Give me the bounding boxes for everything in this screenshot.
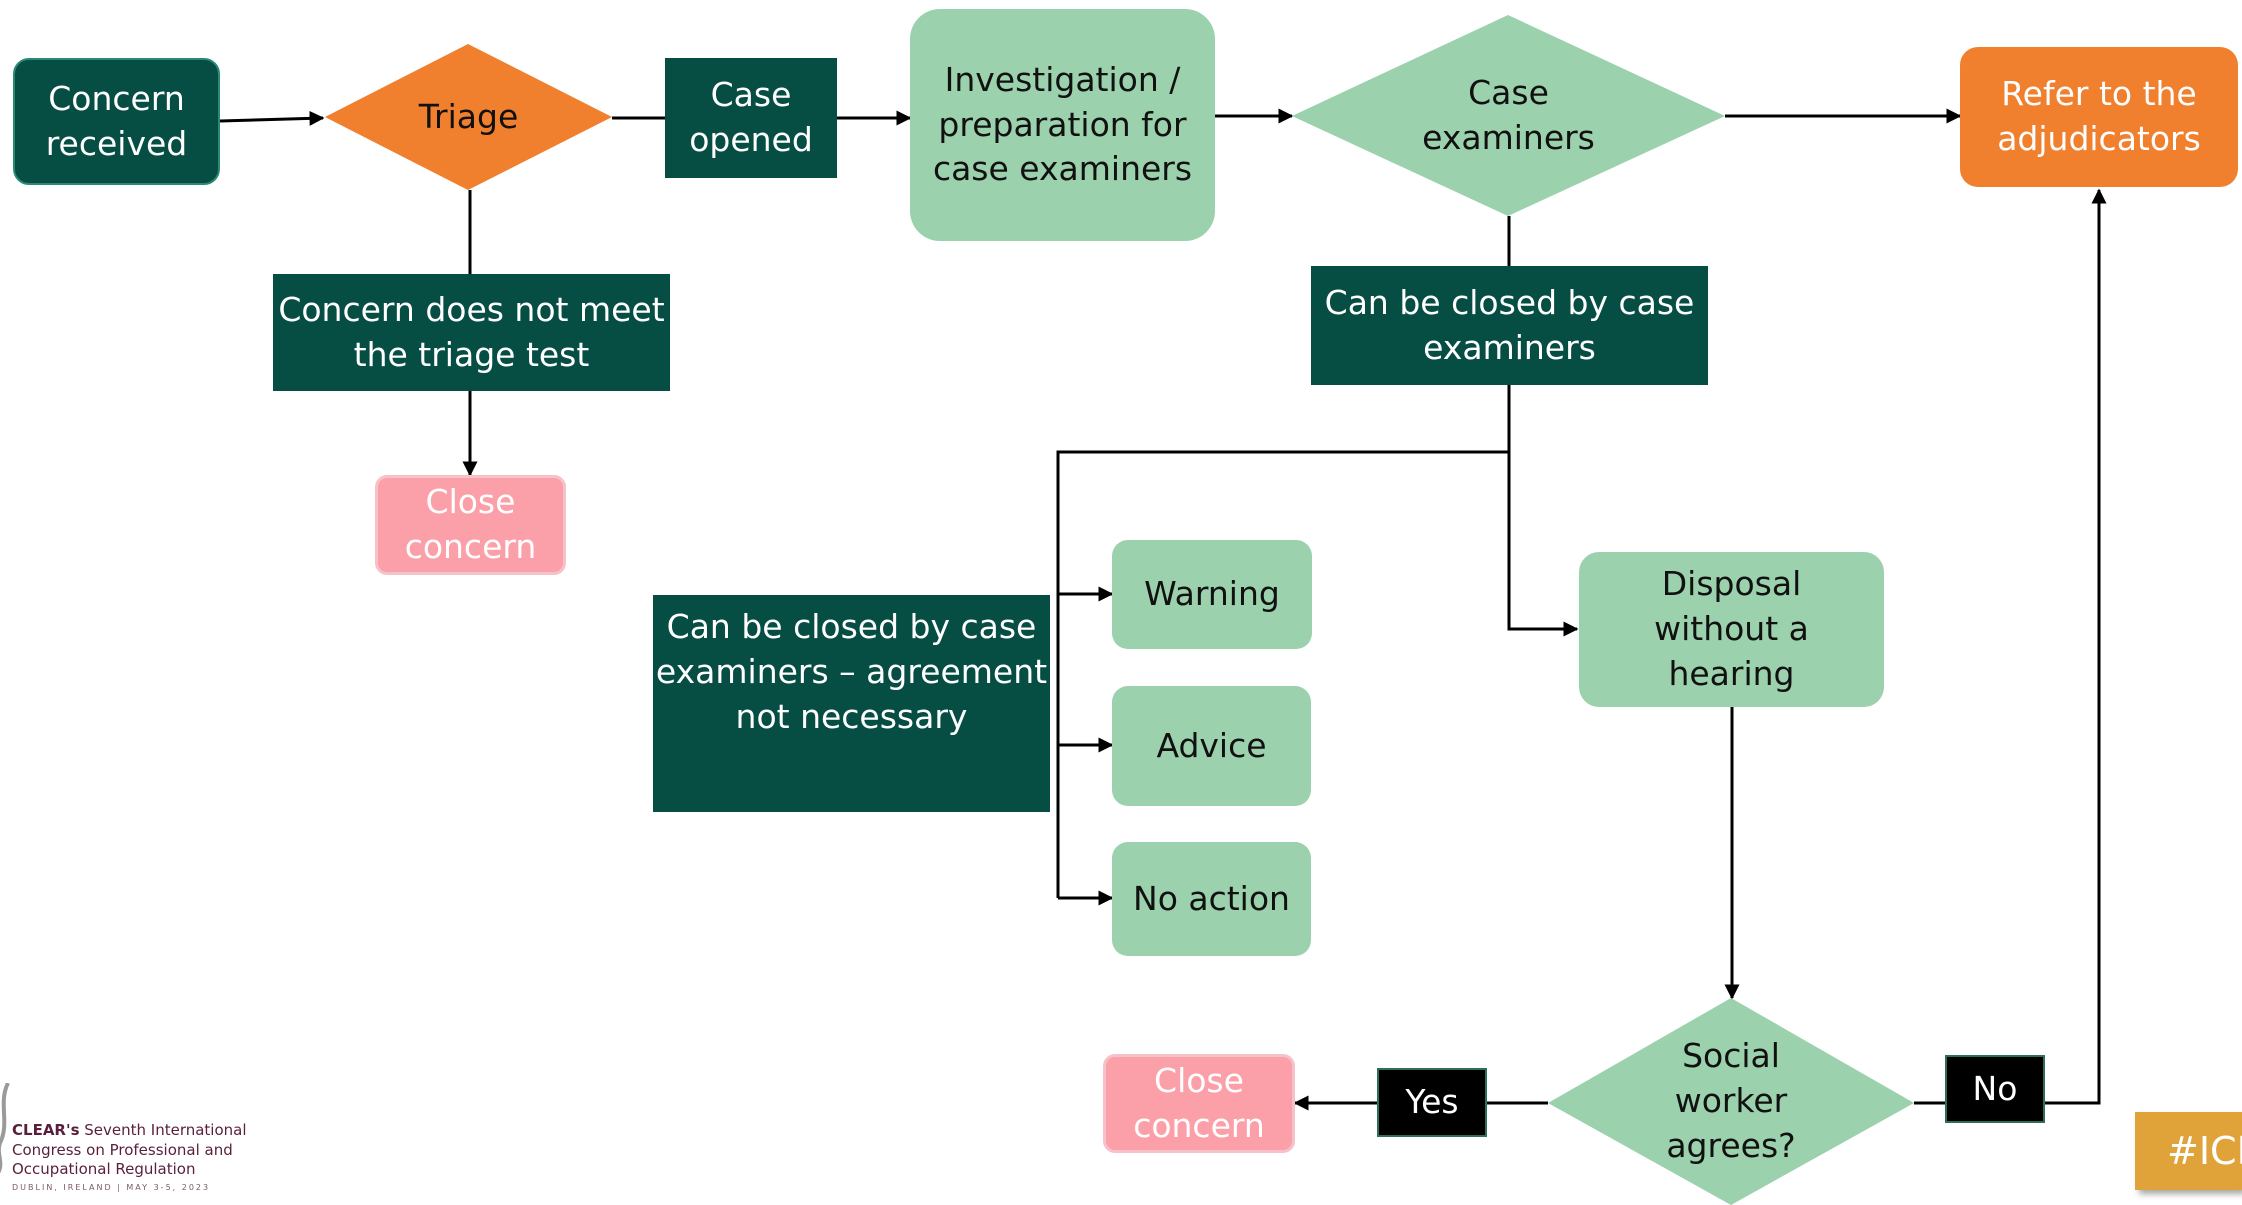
clear-congress-logo: CLEAR's Seventh International Congress o… — [0, 1075, 247, 1205]
triage-decision: Triage — [325, 44, 612, 190]
case-examiners-label: Case examiners — [1422, 72, 1595, 157]
logo-mark-icon — [0, 1083, 10, 1173]
logo-line-4: DUBLIN, IRELAND | MAY 3-5, 2023 — [12, 1183, 211, 1192]
triage-diamond-shape — [325, 44, 612, 190]
social-worker-label: Social worker agrees? — [1666, 1036, 1796, 1165]
case-opened-node: Case opened — [665, 58, 837, 178]
arrow-concern-to-triage — [219, 110, 325, 126]
social-worker-decision: Social worker agrees? — [1548, 998, 1914, 1205]
no-action-node: No action — [1112, 842, 1311, 956]
arrow-no-to-adjudicators — [2045, 188, 2107, 1105]
social-worker-diamond-shape — [1548, 998, 1914, 1205]
concern-received-node: Concern received — [13, 58, 220, 185]
investigation-node: Investigation / preparation for case exa… — [910, 9, 1215, 241]
logo-line-3: Occupational Regulation — [12, 1160, 196, 1178]
advice-node: Advice — [1112, 686, 1311, 806]
triage-label: Triage — [418, 96, 519, 136]
close-concern-node-2: Close concern — [1103, 1054, 1295, 1153]
hashtag-badge: #ICP — [2135, 1112, 2242, 1190]
logo-line-2: Congress on Professional and — [12, 1141, 233, 1159]
not-meet-triage-node: Concern does not meet the triage test — [273, 274, 670, 391]
yes-label-box: Yes — [1377, 1068, 1487, 1137]
close-concern-node-1: Close concern — [375, 475, 566, 575]
case-examiners-decision: Case examiners — [1292, 15, 1725, 216]
line-branch-left — [1056, 385, 1511, 898]
refer-adjudicators-node: Refer to the adjudicators — [1960, 47, 2238, 187]
no-label-box: No — [1945, 1055, 2045, 1123]
logo-line-1: CLEAR's Seventh International — [12, 1121, 247, 1139]
disposal-node: Disposal without a hearing — [1579, 552, 1884, 707]
arrow-to-disposal — [1507, 452, 1579, 637]
can-be-closed-node: Can be closed by case examiners — [1311, 266, 1708, 385]
closed-no-agreement-node: Can be closed by case examiners – agreem… — [653, 595, 1050, 812]
warning-node: Warning — [1112, 540, 1312, 649]
case-examiners-diamond-shape — [1292, 15, 1725, 216]
